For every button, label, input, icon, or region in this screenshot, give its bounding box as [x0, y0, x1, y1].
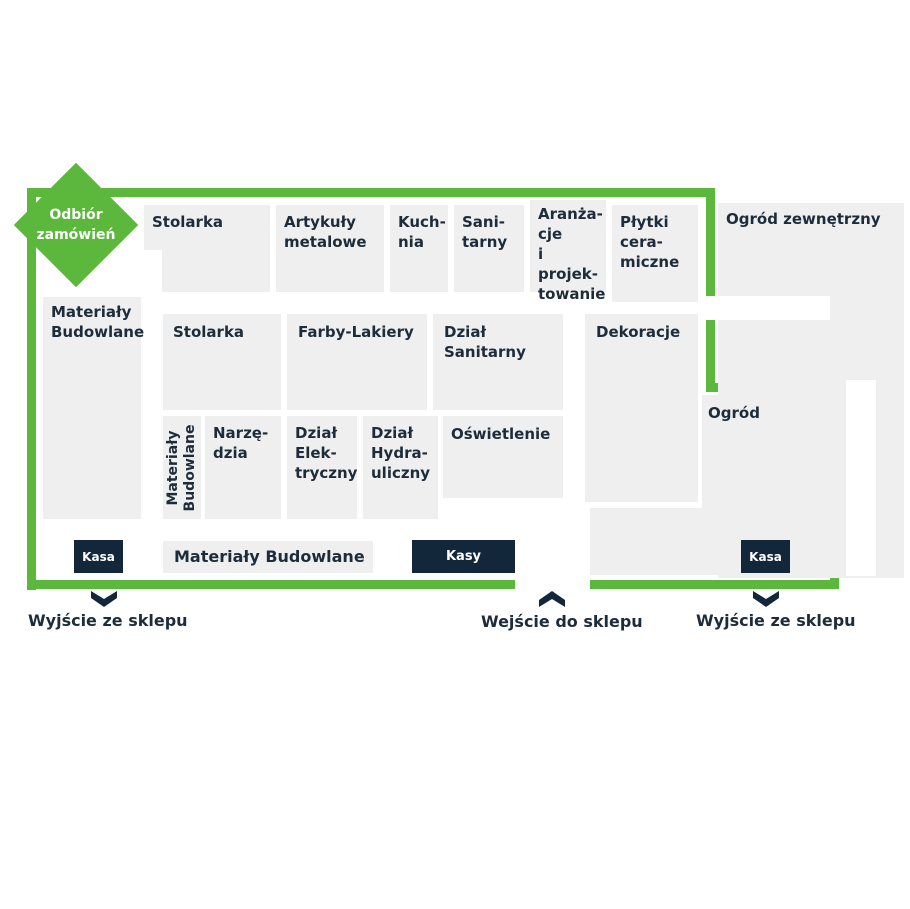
- zone-sanitarny-top: Sani- tarny: [454, 205, 524, 292]
- zone-materialy-vertical-label: Materiały Budowlane: [165, 424, 198, 511]
- zone-dzial-sanitarny: Dział Sanitarny: [433, 314, 563, 410]
- zone-dekoracje: Dekoracje: [585, 314, 698, 502]
- pickup-label: Odbiór zamówień: [36, 207, 116, 243]
- exit-left-chevron-down-icon: [91, 591, 117, 607]
- zone-aranzacje: Aranża- cje i projek- towanie: [530, 200, 606, 303]
- wall-left: [27, 188, 36, 590]
- exit-right-label: Wyjście ze sklepu: [696, 611, 856, 630]
- zone-kuchnia: Kuch- nia: [390, 205, 448, 292]
- till-kasa-left: Kasa: [74, 540, 123, 573]
- zone-stolarka-top: Stolarka: [144, 205, 270, 292]
- till-kasy: Kasy: [412, 540, 515, 573]
- entrance-chevron-up-icon: [539, 591, 565, 607]
- zone-ogrod-zewnetrzny-cutout: [718, 296, 830, 320]
- wall-bottom-left: [27, 580, 515, 589]
- pickup-badge: Odbiór zamówień: [13, 162, 139, 288]
- zone-narzedzia: Narzę- dzia: [205, 416, 281, 519]
- zone-stolarka-mid: Stolarka: [163, 314, 281, 410]
- zone-materialy-bottom: Materiały Budowlane: [163, 541, 373, 573]
- exit-left-label: Wyjście ze sklepu: [28, 611, 188, 630]
- zone-dzial-elektryczny: Dział Elek- tryczny: [287, 416, 357, 519]
- zone-dzial-hydrauliczny: Dział Hydra- uliczny: [363, 416, 438, 519]
- till-kasa-right: Kasa: [741, 540, 790, 573]
- wall-right-middle: [706, 320, 715, 392]
- zone-stolarka-top-notch: [144, 250, 162, 292]
- wall-bottom-right: [590, 580, 839, 589]
- zone-oswietlenie: Oświetlenie: [443, 416, 563, 498]
- zone-corridor-cutout: [846, 380, 876, 576]
- zone-materialy-vertical: Materiały Budowlane: [163, 416, 201, 519]
- wall-right-upper: [706, 188, 715, 296]
- entrance-label: Wejście do sklepu: [481, 612, 643, 631]
- zone-materialy-left: Materiały Budowlane: [43, 297, 144, 519]
- zone-artykuly-metalowe: Artykuły metalowe: [276, 205, 384, 292]
- zone-plytki: Płytki cera- miczne: [612, 205, 698, 302]
- wall-top: [27, 188, 715, 197]
- exit-right-chevron-down-icon: [753, 591, 779, 607]
- zone-farby-lakiery: Farby-Lakiery: [287, 314, 427, 410]
- zone-bottom-right-floor: [590, 508, 826, 575]
